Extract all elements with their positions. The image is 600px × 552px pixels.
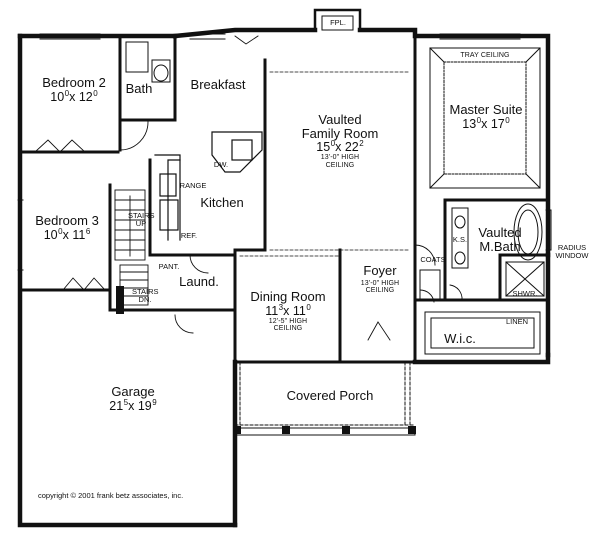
room-name: Bedroom 3 xyxy=(35,213,99,228)
coats-label: COATS xyxy=(420,255,446,264)
room-master-bath: Vaulted M.Bath xyxy=(470,226,530,253)
room-bath: Bath xyxy=(125,81,153,96)
ceiling-note: CEILING xyxy=(273,325,303,333)
pantry-label: PANT. xyxy=(158,262,180,271)
room-dimension: 100x 116 xyxy=(43,226,91,242)
ceiling-note: 12'-5" HIGH xyxy=(268,317,308,325)
range-label: RANGE xyxy=(179,181,207,190)
room-garage: Garage 215x 199 xyxy=(88,385,178,413)
room-name: Vaulted xyxy=(478,225,522,240)
room-foyer: Foyer 13'-0" HIGH CEILING xyxy=(352,264,408,294)
stairs-down-text: DN. xyxy=(138,294,152,304)
room-name: Foyer xyxy=(363,263,397,278)
ceiling-note: CEILING xyxy=(365,286,395,294)
dashed-lines xyxy=(239,71,411,257)
radius-window-text: WINDOW xyxy=(555,250,589,260)
interior-walls xyxy=(18,34,550,364)
room-name: Garage xyxy=(111,384,155,399)
fireplace-label: FPL. xyxy=(330,18,346,27)
ceiling-note: 13'-0" HIGH xyxy=(320,154,360,162)
stairs xyxy=(114,189,149,306)
copyright-text: copyright © 2001 frank betz associates, … xyxy=(38,491,184,500)
ceiling-note: CEILING xyxy=(325,161,355,169)
room-master: Master Suite 130x 170 xyxy=(432,103,540,131)
room-name: Master Suite xyxy=(449,102,523,117)
stairs-down-text: STAIRS xyxy=(132,287,159,296)
room-bedroom-3: Bedroom 3 100x 116 xyxy=(24,214,110,242)
room-dimension: 215x 199 xyxy=(109,397,157,413)
room-dining: Dining Room 113x 110 12'-5" HIGH CEILING xyxy=(240,290,336,332)
room-wic: W.i.c. xyxy=(444,331,476,346)
tray-ceiling-label: TRAY CEILING xyxy=(460,52,510,59)
kitchen-counters xyxy=(154,131,263,241)
room-name: Family Room xyxy=(301,125,379,141)
room-dimension: 130x 170 xyxy=(462,115,510,131)
stairs-up-label: STAIRS UP xyxy=(128,211,155,228)
tray-ceiling xyxy=(429,47,541,189)
room-dimension: 150x 222 xyxy=(316,139,364,155)
room-kitchen: Kitchen xyxy=(200,195,244,210)
stairs-down-label: STAIRS DN. xyxy=(132,287,159,304)
radius-window-text: RADIUS xyxy=(557,243,587,252)
room-name: Bedroom 2 xyxy=(42,75,106,90)
door-swings xyxy=(34,35,463,341)
room-name: Vaulted xyxy=(318,112,362,127)
fireplace xyxy=(313,8,362,32)
stairs-up-text: UP xyxy=(135,218,147,228)
room-dimension: 100x 120 xyxy=(50,88,98,104)
bath-fixtures xyxy=(125,41,171,83)
room-dimension: 113x 110 xyxy=(265,302,311,318)
radius-window-label: RADIUS WINDOW xyxy=(552,244,592,260)
refrigerator-label: REF. xyxy=(180,231,198,240)
wic-shelving xyxy=(424,311,541,355)
shower-label: SHWR. xyxy=(512,289,538,298)
room-laundry: Laund. xyxy=(179,274,219,289)
room-breakfast: Breakfast xyxy=(190,77,246,92)
ceiling-note: 13'-0" HIGH xyxy=(360,279,400,287)
linen-label: LINEN xyxy=(505,317,529,326)
room-covered-porch: Covered Porch xyxy=(286,388,374,403)
master-bath-fixtures xyxy=(419,203,545,301)
room-name: M.Bath xyxy=(479,238,521,254)
windows xyxy=(17,33,552,271)
room-bedroom-2: Bedroom 2 100x 120 xyxy=(30,76,118,104)
porch-posts xyxy=(116,286,416,434)
room-name: Dining Room xyxy=(250,289,326,304)
ks-label: K.S. xyxy=(452,235,468,244)
stairs-up-text: STAIRS xyxy=(128,211,155,220)
room-family: Vaulted Family Room 150x 222 13'-0" HIGH… xyxy=(290,113,390,169)
dishwasher-label: DW. xyxy=(213,160,229,169)
